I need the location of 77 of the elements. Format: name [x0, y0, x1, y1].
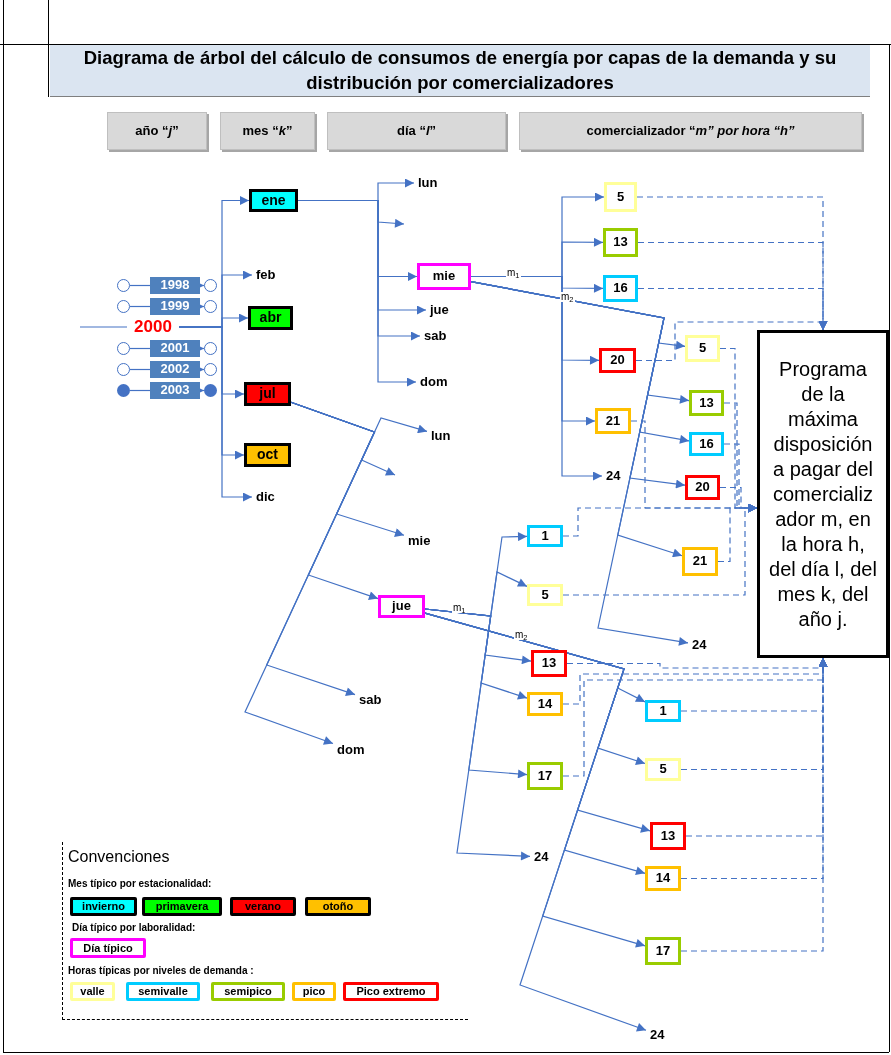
hour-box: 21 [595, 408, 631, 434]
hour-box: 16 [689, 432, 724, 456]
day-box: mie [417, 263, 471, 290]
tree-label: lun [414, 174, 446, 192]
day-box: jue [378, 595, 425, 618]
hour-box: 5 [685, 335, 720, 362]
column-header: comercializador “m” por hora “h” [519, 112, 862, 150]
legend-chip: primavera [142, 897, 222, 916]
tree-label: mie [404, 532, 440, 550]
tree-label: lun [427, 427, 459, 445]
tree-label: sab [355, 691, 387, 709]
hour-box: 16 [603, 275, 638, 302]
legend-chip: invierno [70, 897, 137, 916]
edge-label: m$_{1}$ [506, 268, 521, 278]
hour-box: 20 [685, 475, 720, 500]
tree-label: feb [252, 266, 286, 284]
column-header: mes “k” [220, 112, 315, 150]
tree-label: 24 [646, 1026, 672, 1044]
edge-label: m$_{2}$ [560, 292, 575, 302]
legend-chip: Pico extremo [343, 982, 439, 1001]
year-label: 2001 [150, 340, 200, 357]
month-box: abr [248, 306, 293, 330]
hour-box: 17 [645, 937, 681, 965]
hour-box: 13 [531, 650, 567, 677]
legend-chip: valle [70, 982, 115, 1001]
edge-label: m$_{2}$ [514, 630, 529, 640]
tree-label: 24 [688, 636, 714, 654]
tree-label: sab [420, 327, 452, 345]
year-label: 2003 [150, 382, 200, 399]
legend-heading: Horas típicas por niveles de demanda : [68, 964, 254, 978]
result-box: Programa de la máxima disposición a pagar del comercializador m, en la hora h, del día l, del mes k, del año j. [757, 330, 889, 658]
arrow [424, 612, 647, 1032]
year-label: 2002 [150, 361, 200, 378]
tree-label: jue [426, 301, 456, 319]
column-header: año “j” [107, 112, 207, 150]
hour-box: 5 [527, 584, 563, 606]
tree-label: 24 [602, 467, 628, 485]
legend-heading: Día típico por laboralidad: [72, 921, 196, 935]
dashed-arrow [562, 503, 758, 596]
edge-label: m$_{1}$ [452, 603, 467, 613]
hour-box: 13 [689, 390, 724, 416]
hour-box: 5 [604, 182, 637, 212]
dashed-arrow [680, 657, 828, 952]
month-box: jul [244, 382, 291, 406]
legend-chip: semipico [211, 982, 285, 1001]
hour-box: 20 [599, 348, 636, 373]
legend-heading: Mes típico por estacionalidad: [68, 877, 212, 891]
arrow [244, 401, 376, 745]
tree-label: dic [252, 488, 282, 506]
hour-box: 14 [645, 866, 681, 891]
legend-chip: pico [292, 982, 336, 1001]
legend-chip: semivalle [126, 982, 200, 1001]
hour-box: 1 [645, 700, 681, 722]
legend-title: Convenciones [68, 847, 170, 867]
legend-chip: Día típico [70, 938, 146, 958]
arrow [424, 608, 531, 861]
hour-box: 14 [527, 692, 563, 716]
hour-box: 17 [527, 762, 563, 790]
month-box: ene [249, 189, 298, 212]
legend-chip: verano [230, 897, 296, 916]
title: Diagrama de árbol del cálculo de consumos de energía por capas de la demanda y su distribución por comercializadores [82, 46, 838, 95]
tree-label: 24 [530, 848, 556, 866]
hour-box: 13 [650, 822, 686, 850]
hour-box: 21 [682, 547, 718, 576]
hour-box: 13 [603, 228, 638, 257]
tree-label: dom [416, 373, 452, 391]
tree-label: dom [333, 741, 369, 759]
arrow [297, 199, 417, 387]
arrow [178, 326, 253, 502]
hour-box: 5 [645, 758, 681, 781]
month-box: oct [244, 443, 291, 467]
hour-box: 1 [527, 525, 563, 547]
column-header: día “l” [327, 112, 506, 150]
year-label: 1999 [150, 298, 200, 315]
dashed-arrow [635, 321, 828, 362]
legend-chip: otoño [305, 897, 371, 916]
year-label: 1998 [150, 277, 200, 294]
